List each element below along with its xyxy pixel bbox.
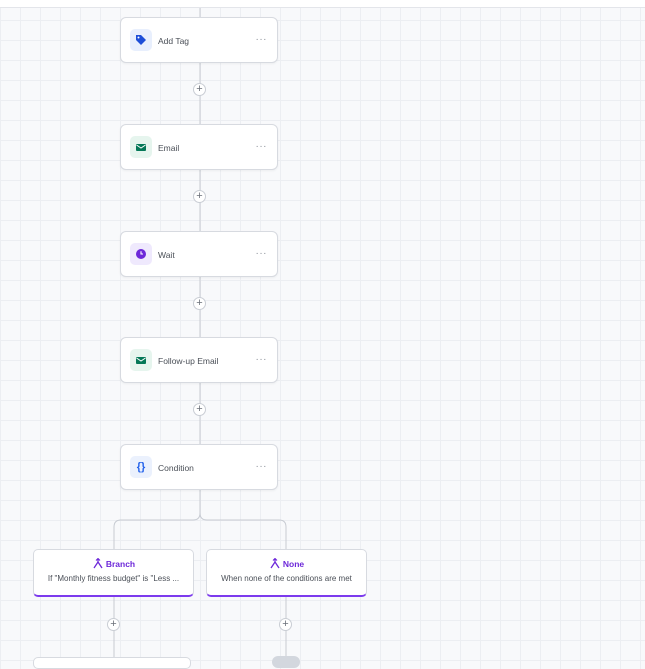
node-label: Wait	[158, 250, 175, 260]
more-options-icon[interactable]: ···	[255, 354, 267, 365]
flow-node-follow-up-email[interactable]: Follow-up Email ···	[120, 337, 278, 383]
branch-title: None	[282, 558, 305, 569]
add-step-button[interactable]: +	[193, 403, 206, 416]
more-options-icon[interactable]: ···	[255, 141, 267, 152]
more-options-icon[interactable]: ···	[255, 248, 267, 259]
branch-description: When none of the conditions are met	[221, 574, 352, 583]
branch-title: Branch	[105, 558, 136, 569]
flow-node-email[interactable]: Email ···	[120, 124, 278, 170]
more-options-icon[interactable]: ···	[255, 34, 267, 45]
split-icon	[93, 558, 103, 569]
branch-card[interactable]: Branch If "Monthly fitness budget" is "L…	[33, 549, 194, 597]
next-node-partial[interactable]	[33, 657, 191, 669]
envelope-icon	[130, 136, 152, 158]
node-label: Follow-up Email	[158, 356, 219, 366]
envelope-icon	[130, 349, 152, 371]
split-icon	[270, 558, 280, 569]
more-options-icon[interactable]: ···	[255, 461, 267, 472]
braces-icon: {}	[130, 456, 152, 478]
add-step-button[interactable]: +	[107, 618, 120, 631]
node-label: Email	[158, 143, 180, 153]
branch-description: If "Monthly fitness budget" is "Less ...	[47, 574, 180, 583]
canvas-top-bar	[0, 0, 645, 8]
add-step-button[interactable]: +	[279, 618, 292, 631]
next-node-pill-partial[interactable]	[272, 656, 300, 668]
add-step-button[interactable]: +	[193, 83, 206, 96]
flow-node-add-tag[interactable]: Add Tag ···	[120, 17, 278, 63]
tag-icon	[130, 29, 152, 51]
add-step-button[interactable]: +	[193, 297, 206, 310]
flow-node-wait[interactable]: Wait ···	[120, 231, 278, 277]
clock-icon	[130, 243, 152, 265]
node-label: Condition	[158, 463, 194, 473]
flow-node-condition[interactable]: {} Condition ···	[120, 444, 278, 490]
add-step-button[interactable]: +	[193, 190, 206, 203]
node-label: Add Tag	[158, 36, 190, 46]
none-branch-card[interactable]: None When none of the conditions are met	[206, 549, 367, 597]
